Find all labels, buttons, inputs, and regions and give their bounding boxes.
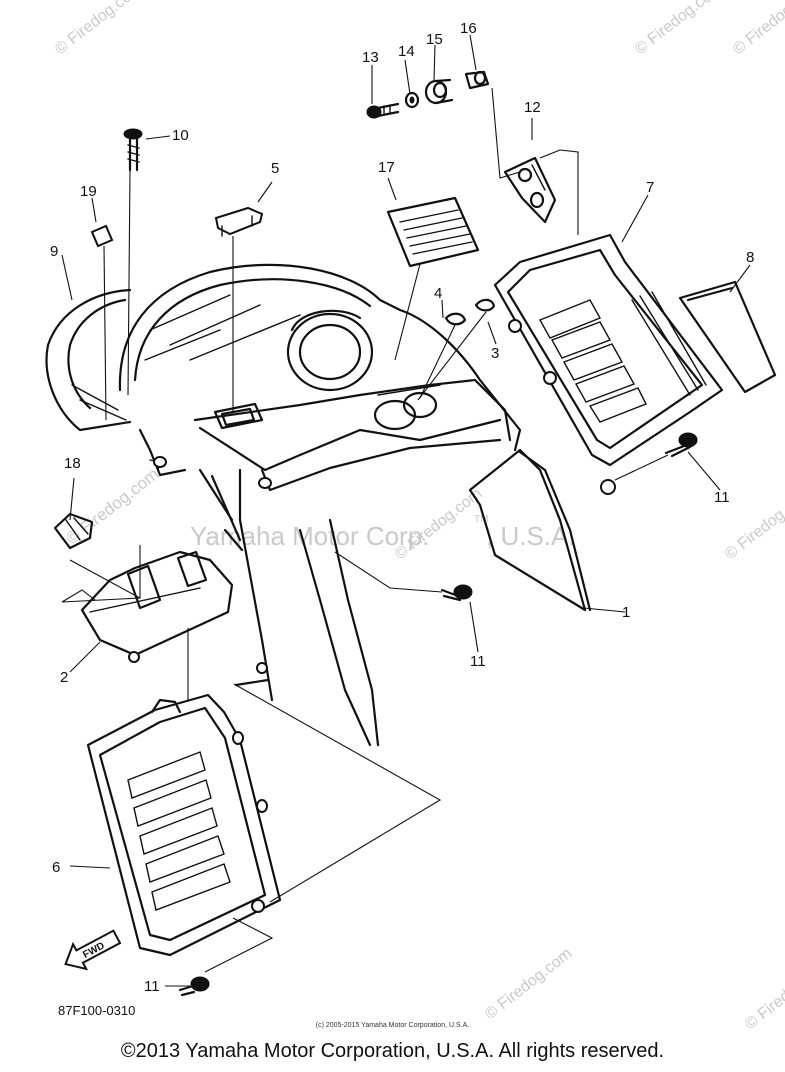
callout-13: 13 (362, 49, 379, 66)
part-11-screw (664, 432, 698, 458)
callout-11: 11 (470, 653, 486, 670)
callout-9: 9 (50, 243, 58, 260)
copyright-notice: ©2013 Yamaha Motor Corporation, U.S.A. A… (120, 1040, 665, 1062)
watermark-site: © Firedog.com (730, 0, 785, 58)
callout-17: 17 (378, 159, 395, 176)
callout-1: 1 (622, 604, 630, 621)
watermark-site: © Firedog.com (52, 0, 145, 58)
callout-15: 15 (426, 31, 443, 48)
callout-6: 6 (52, 859, 60, 876)
callout-11: 11 (714, 489, 730, 506)
part-14-washer (404, 91, 420, 109)
callout-labels: 1 2 3 4 5 6 7 8 9 10 11 11 11 12 13 14 1… (50, 20, 754, 995)
callout-11: 11 (144, 978, 160, 995)
part-8-pad (678, 280, 777, 394)
part-13-screw (366, 102, 400, 119)
part-3-grommet (474, 298, 496, 312)
part-2-switch-cover (80, 550, 234, 663)
fwd-arrow-icon: FWD (64, 929, 122, 971)
watermark-site: © Firedog.com (482, 945, 575, 1023)
callout-8: 8 (746, 249, 754, 266)
part-18-clip (53, 512, 94, 550)
callout-10: 10 (172, 127, 189, 144)
part-6-left-panel (86, 693, 282, 957)
part-11-screw (440, 584, 473, 602)
part-5-clip (214, 206, 264, 237)
callout-18: 18 (64, 455, 81, 472)
callout-2: 2 (60, 669, 68, 686)
small-copyright: (c) 2005-2015 Yamaha Motor Corporation, … (315, 1022, 470, 1029)
reference-lines (61, 87, 669, 973)
watermark-site: © Firedog.com (632, 0, 725, 58)
part-7-right-panel (493, 233, 724, 495)
watermark-site: © Firedog.com (722, 485, 785, 563)
callout-16: 16 (460, 20, 477, 37)
part-12-bracket (503, 156, 557, 224)
part-16-nut (464, 70, 490, 90)
part-11-screw (178, 976, 210, 997)
callout-19: 19 (80, 183, 97, 200)
diagram-code: 87F100-0310 (58, 1003, 136, 1018)
watermark-corp: Yamaha Motor Corp. (190, 521, 429, 551)
part-10-bolt (123, 128, 143, 172)
part-4-grommet (444, 312, 467, 326)
part-15-collar (424, 78, 454, 105)
part-9-side-cover (45, 288, 132, 432)
part-19-cap (90, 224, 114, 248)
callout-7: 7 (646, 179, 654, 196)
part-17-decal (386, 196, 480, 268)
leader-lines (61, 34, 751, 987)
callout-14: 14 (398, 43, 415, 60)
callout-12: 12 (524, 99, 541, 116)
callout-4: 4 (434, 285, 442, 302)
part-1-front-cowl (118, 263, 592, 747)
callout-3: 3 (491, 345, 499, 362)
callout-5: 5 (271, 160, 279, 177)
watermark-tm: TM (474, 514, 488, 525)
